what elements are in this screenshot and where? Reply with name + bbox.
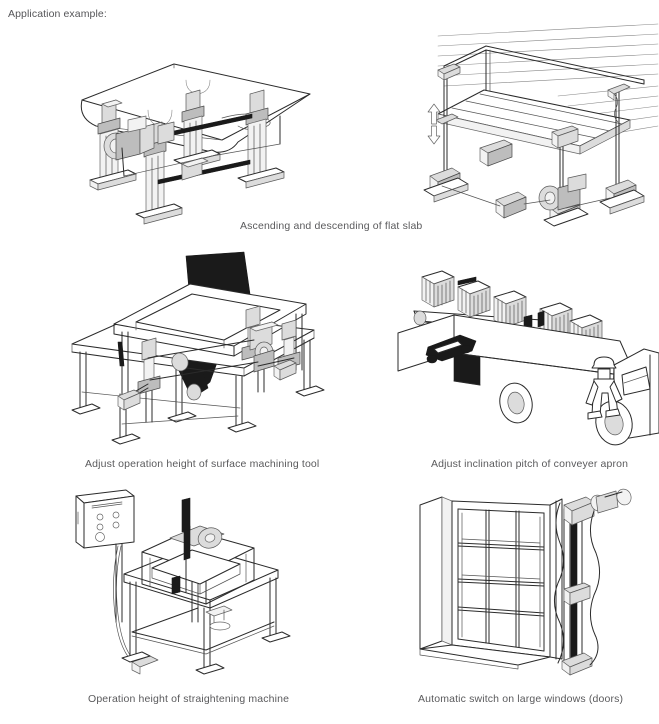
figure-flat-slab-lift bbox=[62, 48, 327, 225]
panel-button-2 bbox=[112, 511, 120, 519]
transom-3 bbox=[457, 606, 545, 614]
cut-away-edge-right bbox=[589, 510, 600, 666]
transom-2 bbox=[457, 578, 545, 584]
jack-front-left bbox=[137, 337, 161, 395]
window-actuator-illustration bbox=[419, 488, 632, 676]
panel-button-1 bbox=[96, 513, 104, 521]
shaft-upper bbox=[147, 339, 255, 359]
conveyer-truck-illustration bbox=[397, 270, 659, 446]
floor-gearbox-left bbox=[423, 167, 469, 203]
bevel-box-lower-left bbox=[495, 191, 527, 219]
screw-jack-front-right bbox=[237, 89, 285, 189]
machining-tool-illustration bbox=[71, 251, 325, 445]
drive-unit bbox=[249, 321, 279, 373]
arrow-up-icon bbox=[427, 103, 441, 125]
caption-window-switch: Automatic switch on large windows (doors… bbox=[418, 693, 624, 705]
panel-knob bbox=[95, 532, 105, 542]
vertical-ram bbox=[181, 497, 191, 533]
panel-button-3 bbox=[96, 523, 104, 531]
caption-conveyer-apron: Adjust inclination pitch of conveyer apr… bbox=[431, 458, 629, 470]
drive-gearbox-top bbox=[563, 488, 632, 526]
hand-pallet-truck bbox=[425, 334, 477, 364]
panel-button-4 bbox=[112, 521, 120, 529]
caption-machining-tool: Adjust operation height of surface machi… bbox=[85, 458, 320, 470]
figure-conveyer-apron bbox=[397, 255, 659, 446]
truck-wheels bbox=[499, 382, 633, 446]
cut-away-edge-left bbox=[554, 502, 564, 664]
transom-1 bbox=[457, 542, 545, 548]
suspended-platform-illustration bbox=[423, 23, 659, 227]
up-down-arrows bbox=[427, 103, 441, 145]
arrow-down-icon bbox=[427, 125, 441, 145]
straightening-unit bbox=[141, 497, 255, 607]
caption-flat-slab: Ascending and descending of flat slab bbox=[240, 220, 423, 232]
straightening-machine-illustration bbox=[75, 489, 291, 675]
figure-window-actuator bbox=[400, 483, 659, 678]
movable-upper-frame bbox=[113, 283, 307, 357]
worker-figure bbox=[585, 356, 623, 420]
caption-straightening-machine: Operation height of straightening machin… bbox=[88, 693, 290, 705]
drive-motor bbox=[538, 173, 587, 211]
page-title: Application example: bbox=[8, 8, 107, 20]
floor-gearbox-right bbox=[599, 179, 645, 215]
carton-3 bbox=[493, 290, 527, 328]
drive-shaft-lower bbox=[157, 159, 251, 185]
carton-1 bbox=[421, 270, 455, 308]
figure-suspended-platform bbox=[408, 23, 659, 228]
carton-2 bbox=[457, 280, 491, 318]
screw-jack-rear-left bbox=[89, 99, 137, 191]
figure-surface-machining-tool bbox=[58, 251, 333, 447]
figure-straightening-machine bbox=[58, 482, 303, 677]
lifting-table-illustration bbox=[80, 63, 311, 225]
wall-slab bbox=[419, 496, 443, 650]
control-panel-box bbox=[75, 489, 135, 549]
